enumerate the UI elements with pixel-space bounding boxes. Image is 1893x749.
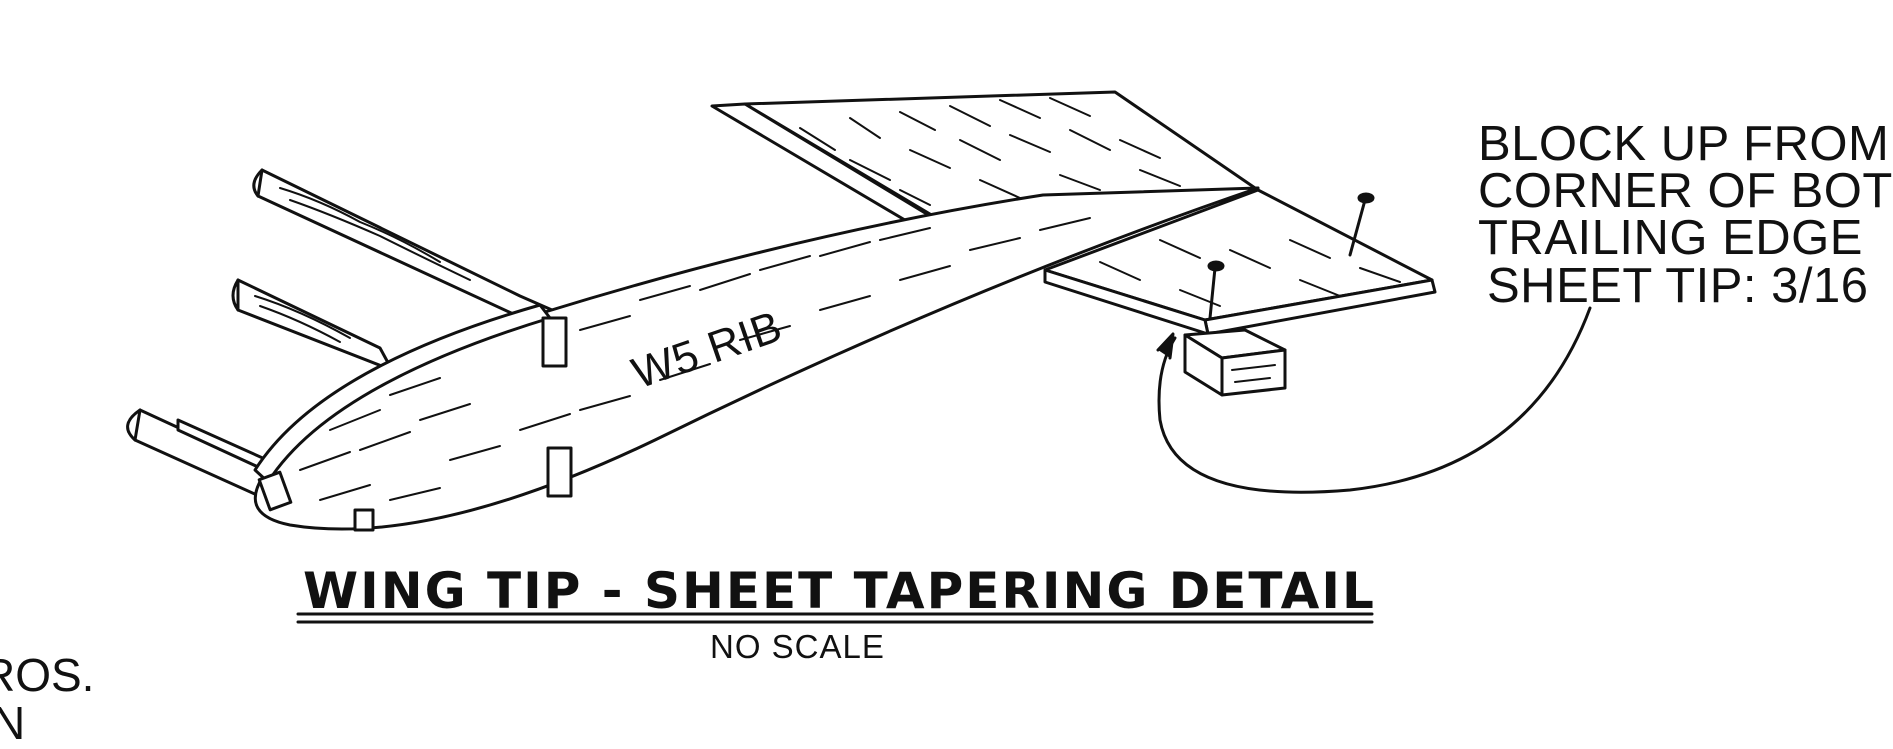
left-edge-text-1: ROS.: [0, 649, 95, 701]
note-line-2: CORNER OF BOT: [1478, 164, 1893, 218]
drawing-subtitle: NO SCALE: [710, 628, 885, 665]
leader-arrow: [1156, 306, 1592, 494]
left-edge-text-2: N: [0, 697, 26, 749]
sheet-tip: [1043, 188, 1437, 336]
pin-icon: [1348, 192, 1375, 257]
middle-spar: [231, 278, 394, 372]
w5-rib: [253, 186, 1260, 532]
title-underline: [296, 612, 1374, 624]
wing-tip-illustration: [126, 90, 1592, 624]
upper-spar: [252, 168, 554, 332]
note-line-4: SHEET TIP: 3/16: [1487, 259, 1869, 313]
drawing-canvas: W5 RIB BLOCK UP FROM CORNER OF BOT TRAIL…: [0, 90, 1892, 749]
note-line-3: TRAILING EDGE: [1478, 211, 1863, 265]
drawing-title: WING TIP - SHEET TAPERING DETAIL: [303, 562, 1376, 620]
support-block: [1183, 328, 1287, 397]
pin-icon: [1207, 260, 1225, 320]
note-line-1: BLOCK UP FROM: [1478, 117, 1890, 171]
